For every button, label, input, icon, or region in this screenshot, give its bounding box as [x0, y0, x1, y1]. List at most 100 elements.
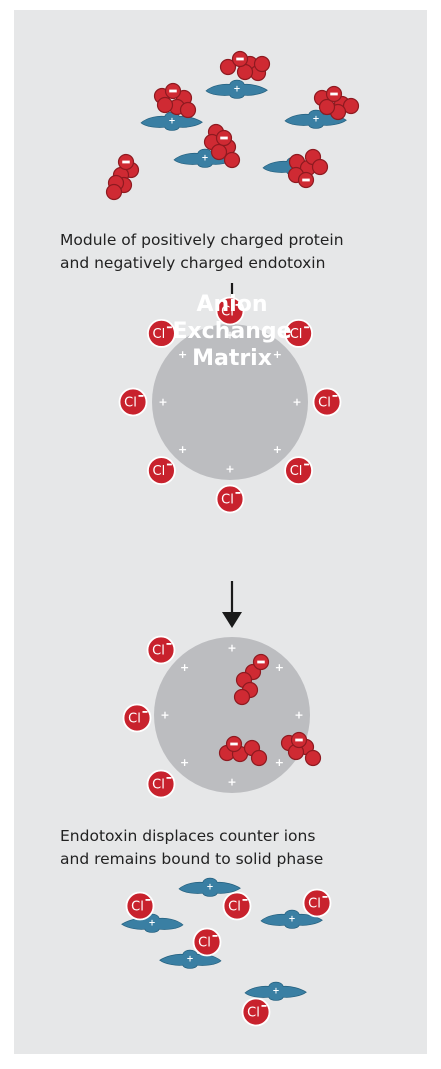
matrix-label-line1: Anion	[196, 292, 268, 317]
chloride-symbol: Cl	[124, 396, 137, 411]
plus-sign: +	[178, 443, 187, 456]
caption-step1-line2: and negatively charged endotoxin	[60, 254, 326, 272]
chloride-symbol: Cl	[221, 305, 234, 320]
endotoxin-icon	[203, 123, 241, 169]
chloride-symbol: Cl	[198, 936, 211, 951]
plus-sign: +	[233, 84, 240, 94]
matrix-label-line3: Matrix	[192, 346, 272, 371]
endotoxin-icon	[218, 735, 268, 767]
matrix-label: Anion Exchange Matrix	[140, 291, 324, 372]
plus-sign: +	[275, 661, 284, 674]
caption-step3-line1: Endotoxin displaces counter ions	[60, 827, 316, 845]
protein-icon: +	[178, 877, 241, 897]
endotoxin-bead	[318, 98, 336, 116]
chloride-charge	[142, 711, 148, 713]
protein-endotoxin-complexes: +++++	[105, 50, 360, 201]
chloride-charge	[145, 899, 151, 901]
chloride-charge	[212, 935, 218, 937]
minus-sign	[236, 57, 244, 61]
minus-sign	[257, 660, 265, 664]
chloride-charge	[304, 463, 310, 466]
chloride-ion-icon: Cl	[146, 769, 176, 799]
chloride-symbol: Cl	[128, 712, 141, 727]
endotoxin-icon	[313, 85, 360, 121]
plus-sign: +	[273, 443, 282, 456]
chloride-charge	[261, 1005, 267, 1007]
plus-sign: +	[225, 463, 234, 476]
plus-sign: +	[275, 756, 284, 769]
plus-sign: +	[206, 882, 213, 892]
minus-sign	[122, 160, 130, 164]
chloride-ion-icon: Cl	[192, 927, 222, 957]
chloride-symbol: Cl	[152, 644, 165, 659]
chloride-symbol: Cl	[153, 464, 166, 479]
endotoxin-bead	[253, 55, 271, 73]
chloride-ion-icon: Cl	[284, 319, 313, 348]
chloride-charge	[166, 326, 172, 329]
arrow-head	[222, 612, 242, 628]
plus-sign: +	[227, 642, 236, 655]
protein-icon: +	[205, 79, 268, 99]
endotoxin-bead	[156, 96, 174, 114]
anion-exchange-bead: +Cl+Cl+Cl+Cl+Cl+Cl+Cl+Cl	[118, 296, 342, 514]
plus-sign: +	[201, 153, 208, 163]
endotoxin-icon	[219, 50, 271, 82]
protein-icon: +	[244, 981, 307, 1001]
endotoxin-icon	[233, 653, 270, 706]
plus-sign: +	[186, 954, 193, 964]
endotoxin-icon	[280, 731, 322, 767]
plus-sign: +	[158, 396, 167, 409]
chloride-symbol: Cl	[152, 778, 165, 793]
down-arrow-icon	[222, 581, 242, 628]
chloride-charge	[166, 643, 172, 645]
endotoxin-icon	[105, 153, 140, 201]
caption-step3: Endotoxin displaces counter ions and rem…	[60, 825, 420, 871]
plus-sign: +	[180, 756, 189, 769]
minus-sign	[169, 89, 177, 93]
endotoxin-bead	[210, 143, 228, 161]
plus-sign: +	[227, 776, 236, 789]
endotoxin-bead	[223, 151, 241, 169]
plus-sign: +	[160, 709, 169, 722]
chloride-ion-icon: Cl	[302, 888, 332, 918]
endotoxin-bead	[105, 183, 123, 201]
plus-sign: +	[272, 986, 279, 996]
endotoxin-icon	[287, 148, 329, 189]
chloride-ion-icon: Cl	[222, 891, 252, 921]
chloride-symbol: Cl	[247, 1006, 260, 1021]
chloride-symbol: Cl	[290, 464, 303, 479]
protein-icon: +	[284, 109, 347, 129]
plus-sign: +	[292, 396, 301, 409]
chloride-ion-icon: Cl	[215, 484, 245, 514]
protein-icon: +	[260, 909, 323, 929]
endotoxin-bead	[342, 97, 360, 115]
chloride-charge	[332, 395, 338, 397]
plus-sign: +	[178, 348, 187, 361]
chloride-charge	[235, 304, 241, 306]
minus-sign	[220, 136, 228, 140]
chloride-charge	[138, 395, 144, 397]
endotoxin-bead	[304, 749, 322, 767]
endotoxin-bead	[179, 101, 197, 119]
chloride-charge	[166, 777, 172, 779]
endotoxin-bead	[250, 749, 268, 767]
chloride-ion-icon: Cl	[122, 703, 152, 733]
chloride-ion-icon: Cl	[147, 456, 176, 485]
plus-sign: +	[148, 918, 155, 928]
endotoxin-bead	[311, 158, 329, 176]
chloride-symbol: Cl	[290, 327, 303, 342]
chloride-ion-icon: Cl	[241, 997, 271, 1027]
chloride-charge	[304, 326, 310, 329]
endotoxin-bead	[219, 58, 237, 76]
caption-step3-line2: and remains bound to solid phase	[60, 850, 324, 868]
plus-sign: +	[273, 348, 282, 361]
matrix-circle	[154, 637, 310, 793]
caption-step1-line1: Module of positively charged protein	[60, 231, 344, 249]
chloride-ion-icon: Cl	[284, 456, 313, 485]
chloride-symbol: Cl	[318, 396, 331, 411]
plus-sign: +	[180, 661, 189, 674]
minus-sign	[330, 92, 338, 96]
chloride-charge	[235, 492, 241, 494]
chloride-ion-icon: Cl	[146, 635, 176, 665]
